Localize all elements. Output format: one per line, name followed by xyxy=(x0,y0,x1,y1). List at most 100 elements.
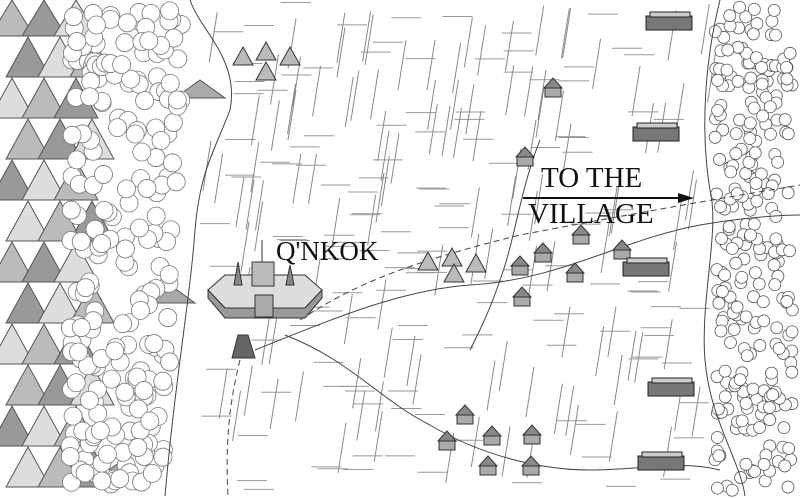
tree-icon xyxy=(753,421,766,434)
tree-icon xyxy=(718,268,732,282)
longhouse-roof xyxy=(649,11,691,18)
tree-icon xyxy=(755,61,768,74)
tree-icon xyxy=(708,25,722,38)
grass-stroke xyxy=(607,306,617,357)
tree-icon xyxy=(115,33,135,53)
road-main xyxy=(254,214,800,351)
hut-roof xyxy=(570,224,592,236)
grass-stroke xyxy=(595,325,605,377)
tree-icon xyxy=(76,278,96,298)
forest-west xyxy=(60,1,191,494)
tree-icon xyxy=(132,142,152,162)
grass-stroke xyxy=(380,130,390,181)
tree-icon xyxy=(740,349,754,363)
tree-icon xyxy=(69,342,88,362)
tree-icon xyxy=(125,124,145,144)
tree-icon xyxy=(61,200,81,220)
grass-stroke xyxy=(627,330,637,381)
grass-stroke xyxy=(350,70,360,121)
tree-icon xyxy=(723,9,737,23)
grass-stroke xyxy=(336,12,346,63)
tree-icon xyxy=(744,228,757,242)
grass-stroke xyxy=(562,7,572,58)
tree-icon xyxy=(750,51,763,65)
grass-stroke xyxy=(218,368,228,419)
grass-stroke xyxy=(472,111,482,162)
mountain-icon xyxy=(5,199,51,242)
longhouse-icon xyxy=(647,377,695,397)
grass-stroke xyxy=(336,27,346,78)
tent-icon xyxy=(255,40,277,61)
longhouse-icon xyxy=(622,257,670,277)
tree-icon xyxy=(64,7,83,27)
tree-icon xyxy=(711,73,725,87)
tree-icon xyxy=(733,113,746,127)
tree-icon xyxy=(720,63,734,77)
mountain-icon xyxy=(0,158,35,201)
grass-stroke xyxy=(307,153,317,205)
tree-icon xyxy=(710,481,724,495)
hut-roof xyxy=(520,455,542,467)
grass-stroke xyxy=(534,174,544,225)
tree-icon xyxy=(92,471,112,491)
tree-icon xyxy=(63,406,83,426)
tree-icon xyxy=(137,179,157,198)
tree-icon xyxy=(160,352,179,372)
tree-icon xyxy=(80,87,100,107)
mountain-icon xyxy=(21,0,67,37)
grass-stroke xyxy=(668,241,678,292)
tree-icon xyxy=(160,73,180,93)
longhouse-body xyxy=(622,261,670,277)
grass-stroke xyxy=(501,426,511,477)
grass-stroke xyxy=(613,354,623,405)
mountain-icon xyxy=(21,158,67,201)
tree-icon xyxy=(739,457,753,471)
grass-stroke xyxy=(600,222,610,274)
tree-icon xyxy=(67,32,87,51)
hut-icon xyxy=(542,77,564,98)
tree-icon xyxy=(767,4,781,17)
tree-icon xyxy=(777,421,791,435)
grassland-strokes xyxy=(200,1,717,490)
tree-icon xyxy=(746,382,760,396)
tree-icon xyxy=(724,165,738,179)
tree-icon xyxy=(66,373,86,393)
grass-stroke xyxy=(245,179,255,230)
grass-stroke xyxy=(250,95,260,146)
grass-stroke xyxy=(486,360,496,411)
grass-stroke xyxy=(553,383,563,434)
grass-stroke xyxy=(465,84,475,135)
tree-icon xyxy=(79,390,99,410)
tree-icon xyxy=(721,43,735,57)
grass-stroke xyxy=(331,197,341,248)
tree-icon xyxy=(765,366,778,380)
grass-stroke xyxy=(498,341,508,392)
tree-icon xyxy=(94,165,113,184)
grass-stroke xyxy=(397,40,407,91)
hut-icon xyxy=(481,425,503,446)
tree-icon xyxy=(722,220,736,234)
hut-wall xyxy=(456,414,474,425)
tree-icon xyxy=(739,396,753,410)
tree-icon xyxy=(771,155,785,169)
grass-stroke xyxy=(254,201,264,252)
grass-stroke xyxy=(452,42,462,94)
grass-stroke xyxy=(287,89,297,141)
forest-edge-west xyxy=(164,0,233,497)
grass-stroke xyxy=(250,141,260,192)
tree-icon xyxy=(757,314,771,328)
mountain-icon xyxy=(5,445,51,488)
longhouse-body xyxy=(632,126,680,142)
tree-icon xyxy=(735,270,749,284)
tree-icon xyxy=(711,104,725,117)
grass-stroke xyxy=(524,66,534,117)
hut-roof xyxy=(477,455,499,467)
tree-icon xyxy=(770,321,784,335)
tree-icon xyxy=(750,194,764,208)
grass-stroke xyxy=(356,390,366,441)
tree-icon xyxy=(71,318,91,337)
hut-wall xyxy=(523,434,541,445)
tree-icon xyxy=(144,334,164,353)
grass-stroke xyxy=(441,105,451,156)
